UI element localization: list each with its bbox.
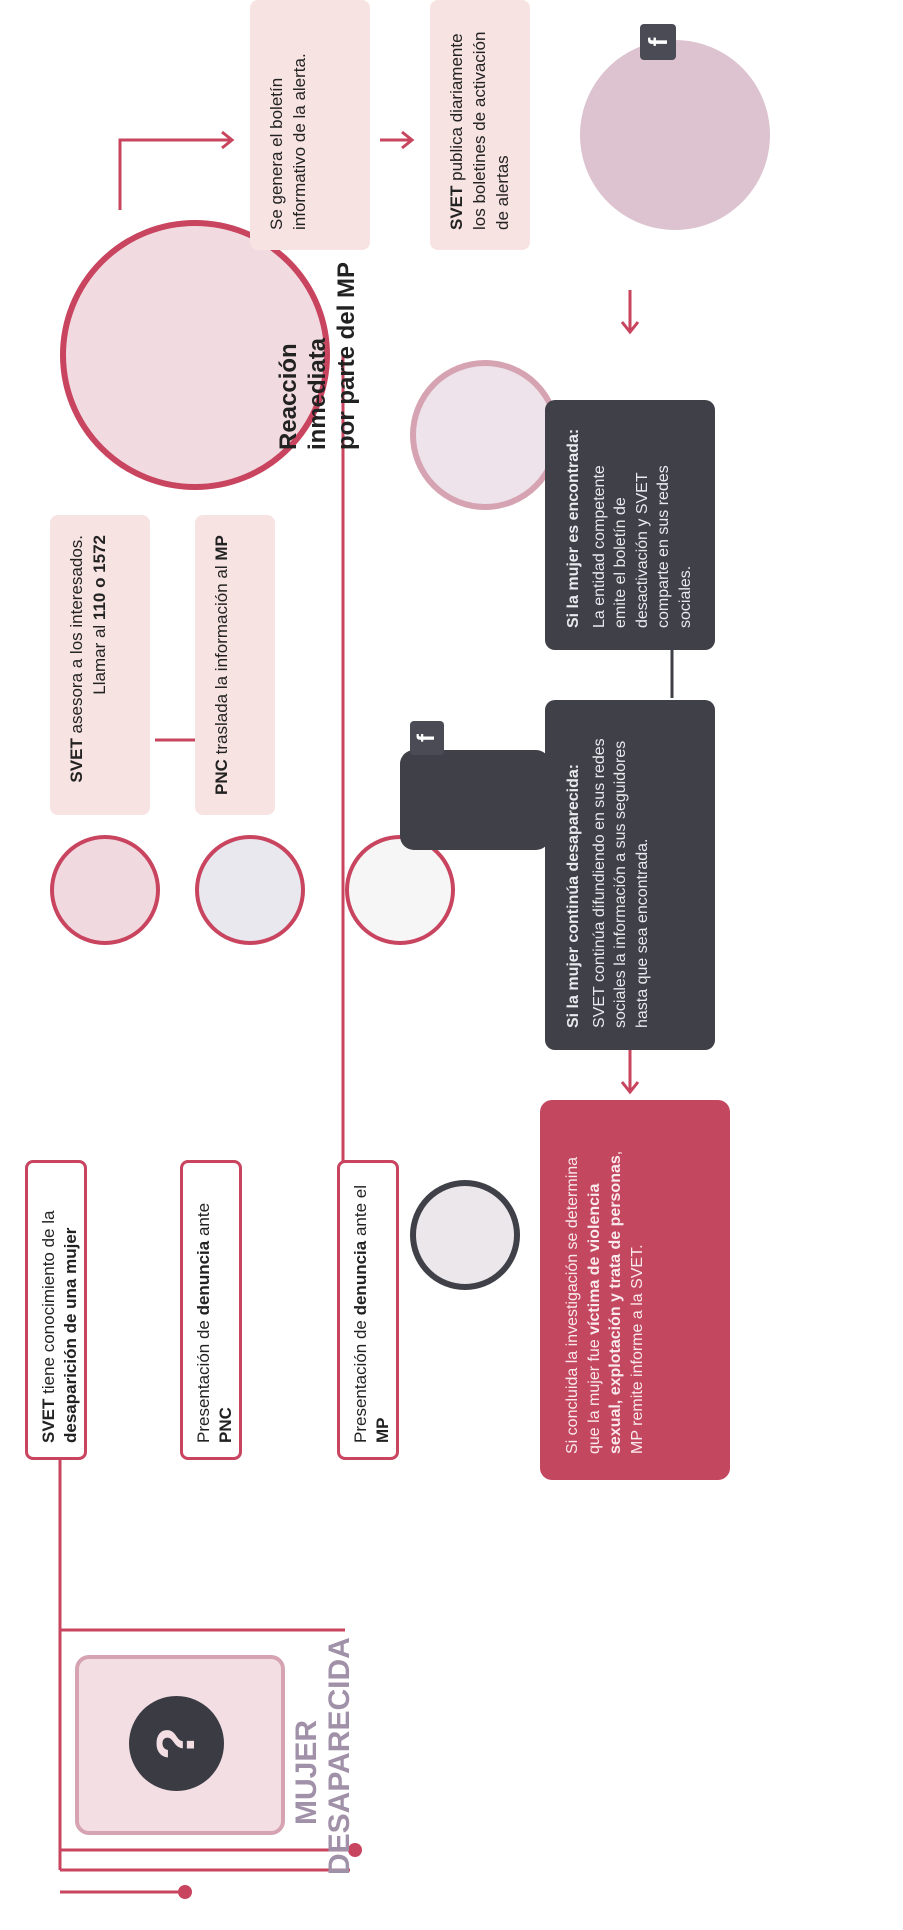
advice-text: asesora a los interesados.: [67, 535, 86, 739]
magnifier-icon: [410, 1180, 520, 1290]
pnc-bold2: MP: [212, 535, 231, 561]
step-svet-knowledge: SVET tiene conocimiento de la desaparici…: [25, 1160, 87, 1460]
document-hand-icon: [195, 835, 305, 945]
step2-bold1: denuncia: [194, 1240, 213, 1316]
step1-bold2: desaparición de una mujer: [61, 1227, 81, 1443]
step3-bold1: denuncia: [351, 1240, 370, 1316]
step3-mid: ante el: [351, 1185, 370, 1241]
pnc-text: traslada la información al: [212, 560, 231, 760]
computer-social-circle: [580, 40, 770, 230]
reaction-line1: Reacción inmediata: [275, 337, 331, 450]
advice-bold: SVET: [67, 738, 86, 783]
mp-document-icon: [345, 835, 455, 945]
step-complaint-pnc: Presentación de denuncia ante PNC: [180, 1160, 242, 1460]
investigation-box: Si concluida la investigación se determi…: [540, 1100, 730, 1480]
reaction-line2: por parte del MP: [332, 261, 360, 450]
missing-title: Si la mujer continúa desaparecida:: [565, 763, 582, 1028]
step2-bold2: PNC: [216, 1407, 236, 1443]
phone-hand-icon: [400, 750, 550, 850]
pnc-bold: PNC: [212, 759, 231, 795]
missing-woman-label: MUJER DESAPARECIDA: [290, 1615, 356, 1875]
agent-avatar-icon: [50, 835, 160, 945]
bulletin-box: Se genera el boletín informativo de la a…: [250, 0, 370, 250]
advice-numbers: 110 o 1572: [89, 535, 109, 621]
found-title: Si la mujer es encontrada:: [565, 428, 582, 628]
step3-bold2: MP: [373, 1417, 393, 1444]
missing-label-line1: MUJER: [290, 1719, 323, 1825]
pnc-transfer-box: PNC traslada la información al MP: [195, 515, 275, 815]
step1-bold1: SVET: [39, 1398, 58, 1443]
bulletin-text: Se genera el boletín informativo de la a…: [267, 53, 309, 230]
publish-box: SVET publica diariamente los boletines d…: [430, 0, 530, 250]
svet-advice-box: SVET asesora a los interesados. Llamar a…: [50, 515, 150, 815]
step2-pre: Presentación de: [194, 1315, 213, 1443]
question-silhouette-icon: ?: [129, 1696, 224, 1791]
step3-pre: Presentación de: [351, 1315, 370, 1443]
missing-text: SVET continúa difundiendo en sus redes s…: [590, 738, 651, 1028]
still-missing-box: Si la mujer continúa desaparecida: SVET …: [545, 700, 715, 1050]
facebook-icon: f: [640, 24, 676, 60]
publish-bold: SVET: [447, 185, 466, 230]
facebook-phone-icon: f: [410, 721, 444, 755]
found-woman-circle: [410, 360, 560, 510]
step2-mid: ante: [194, 1202, 213, 1241]
step1-mid: tiene conocimiento de la: [39, 1210, 58, 1399]
missing-woman-card: ?: [75, 1655, 285, 1835]
step-complaint-mp: Presentación de denuncia ante el MP: [337, 1160, 399, 1460]
advice-line2: Llamar al: [89, 620, 109, 695]
found-text: La entidad competente emite el boletín d…: [590, 465, 694, 628]
found-box: Si la mujer es encontrada: La entidad co…: [545, 400, 715, 650]
mp-reaction-label: Reacción inmediata por parte del MP: [275, 230, 361, 450]
missing-label-line2: DESAPARECIDA: [323, 1637, 356, 1875]
